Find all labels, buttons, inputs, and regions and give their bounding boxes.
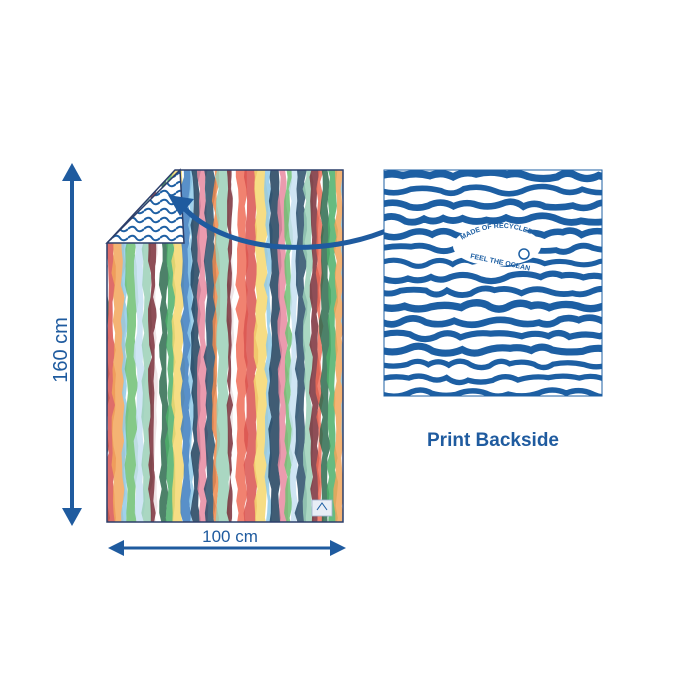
wave-line (384, 285, 602, 299)
wave-line (384, 198, 602, 212)
folded-corner-backside (105, 168, 185, 244)
wave-line (384, 358, 602, 371)
towel-stripe (263, 170, 273, 522)
width-dimension-label: 100 cm (202, 527, 258, 546)
height-arrow-icon (62, 163, 82, 526)
towel-stripe (171, 170, 186, 522)
towel-stripe (187, 170, 196, 522)
print-backside-caption: Print Backside (427, 430, 559, 451)
wave-line (384, 270, 602, 285)
towel-stripe (226, 170, 235, 522)
towel-stripe (294, 170, 308, 522)
curved-pointer-arrow-icon (168, 195, 391, 250)
backside-print-swatch (383, 169, 603, 397)
wave-line (384, 314, 602, 329)
height-dimension-label: 160 cm (50, 317, 72, 383)
towel-stripe (333, 170, 343, 522)
towel-stripe (326, 170, 339, 522)
towel-stripe (111, 170, 126, 522)
towel-stripe (243, 170, 259, 522)
towel-stripe (344, 165, 355, 530)
wave-line (384, 212, 602, 226)
wave-line (384, 299, 602, 313)
wave-line (384, 342, 602, 357)
wave-line (384, 329, 602, 343)
towel-label-tag (311, 499, 333, 517)
wave-line (384, 387, 602, 396)
wave-line (384, 373, 602, 386)
towel-stripe (253, 170, 269, 522)
wave-line (384, 183, 602, 197)
towel-front (106, 165, 355, 530)
towel-stripe (215, 170, 231, 522)
wave-line (384, 170, 602, 183)
width-arrow-icon (108, 540, 346, 556)
